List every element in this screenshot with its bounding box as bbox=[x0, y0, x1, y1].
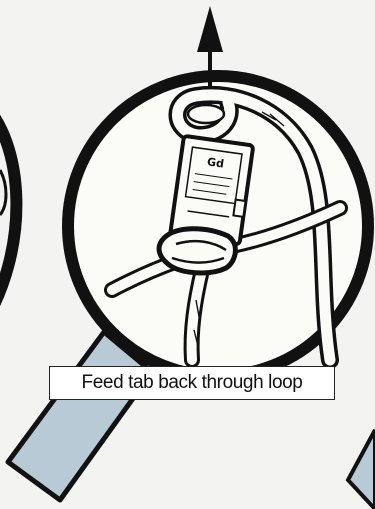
magnifier-handle bbox=[8, 332, 152, 500]
knot-wrap bbox=[159, 229, 235, 273]
right-magnifier-handle bbox=[348, 430, 375, 509]
tag-code-text: Gd bbox=[206, 155, 225, 170]
left-magnifier bbox=[0, 100, 16, 330]
step-caption: Feed tab back through loop bbox=[49, 366, 335, 400]
